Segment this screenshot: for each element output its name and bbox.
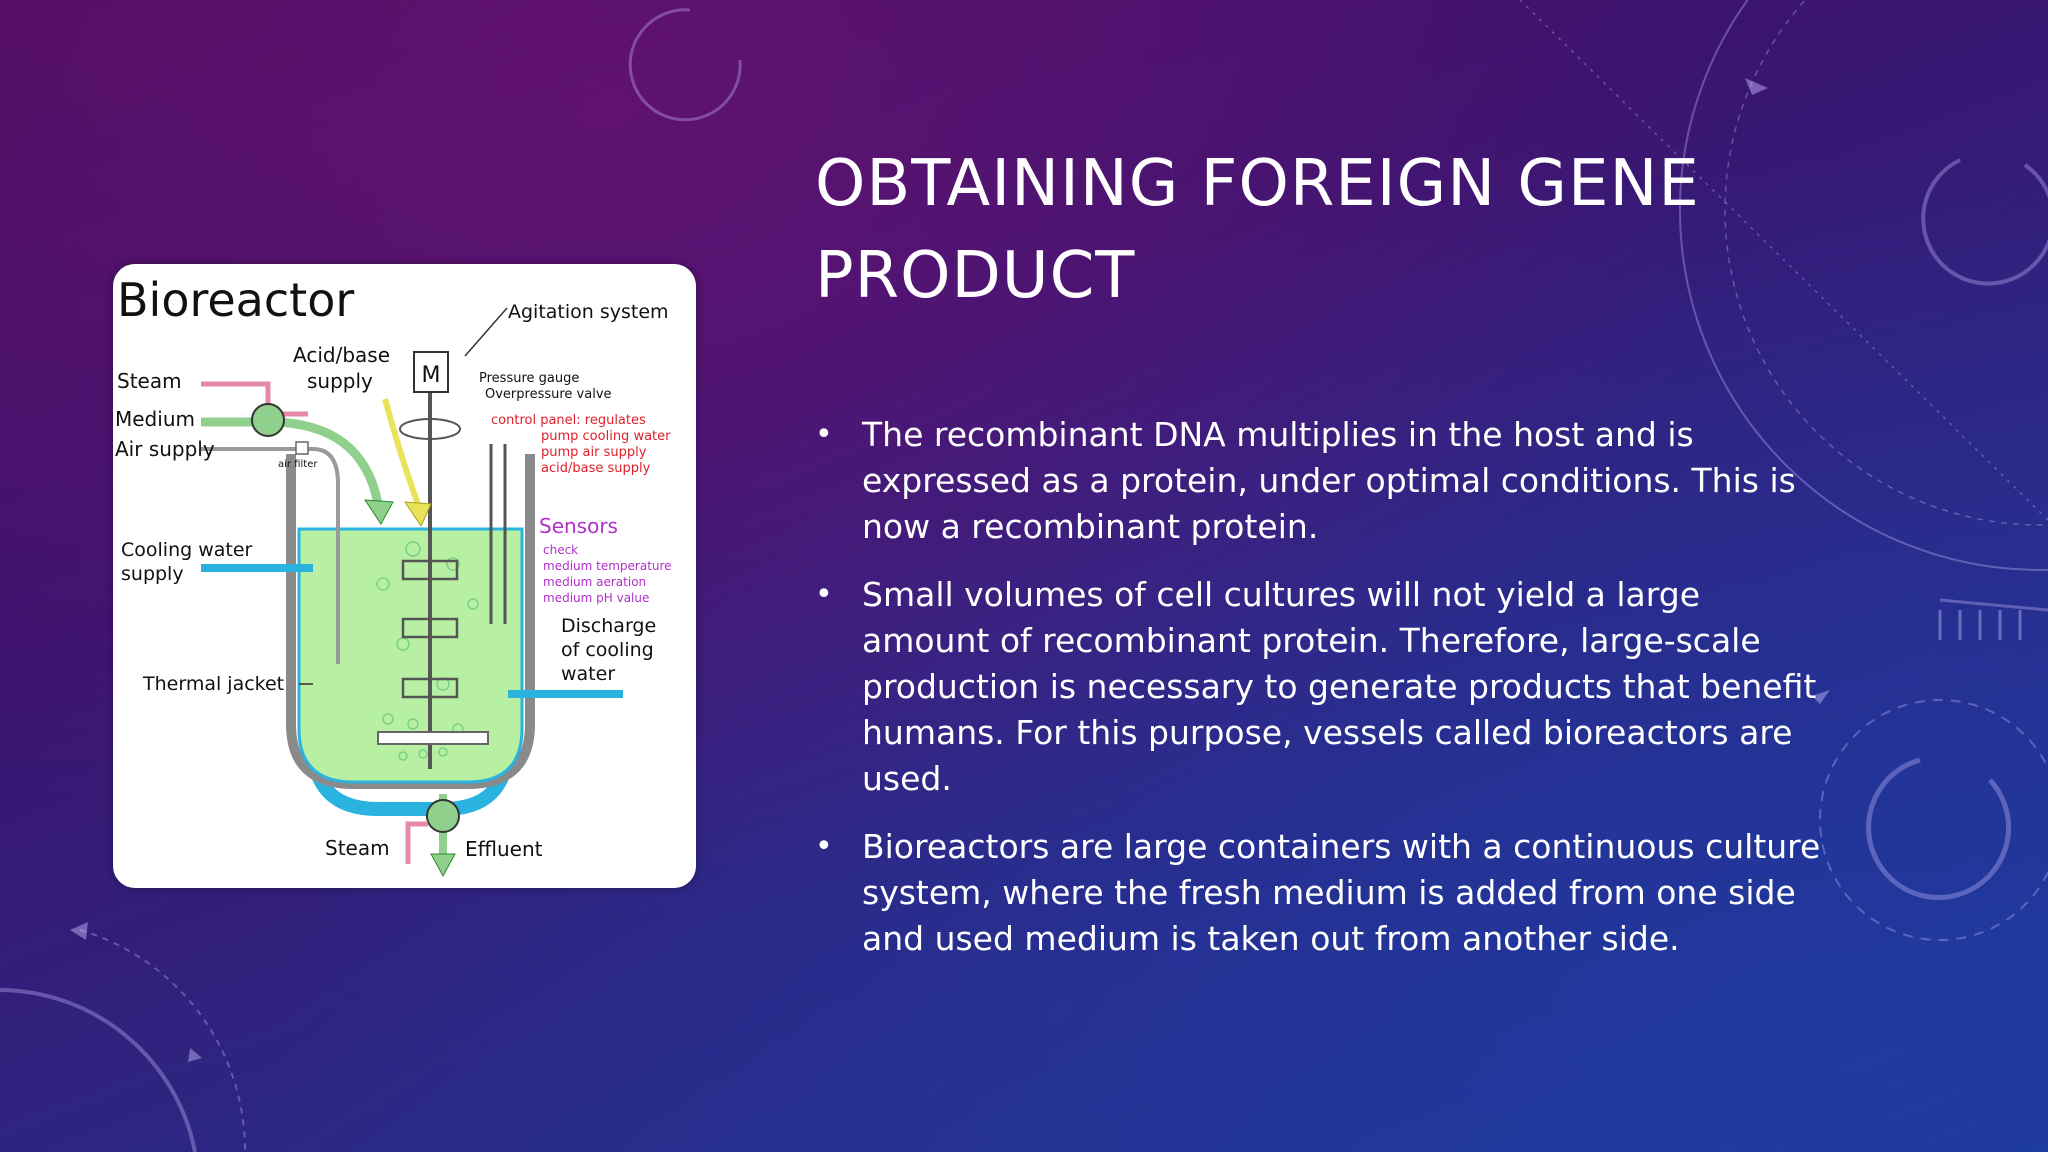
svg-text:Cooling water: Cooling water: [121, 539, 253, 561]
bullet-item: • The recombinant DNA multiplies in the …: [815, 412, 1835, 550]
svg-text:Agitation system: Agitation system: [508, 301, 669, 323]
svg-text:Acid/base: Acid/base: [293, 343, 390, 367]
svg-text:control panel: regulates: control panel: regulates: [491, 413, 646, 428]
svg-text:of cooling: of cooling: [561, 639, 654, 661]
right-big-ring: [1679, 0, 2048, 571]
svg-text:pump cooling water: pump cooling water: [541, 429, 671, 444]
steam-pipe-bottom: [405, 821, 428, 864]
culture-liquid: [297, 527, 524, 784]
svg-text:Steam: Steam: [325, 836, 390, 860]
svg-text:Medium: Medium: [115, 407, 195, 431]
acid-base-arrow: [382, 398, 421, 506]
air-pipe: [201, 447, 340, 664]
svg-text:Discharge: Discharge: [561, 615, 656, 637]
svg-text:Sensors: Sensors: [539, 514, 618, 538]
slide-title: Obtaining Foreign Gene Product: [815, 147, 1700, 313]
bullet-text: Small volumes of cell cultures will not …: [862, 575, 1817, 798]
sparger: [377, 731, 489, 745]
steam-pipe-top: [201, 381, 308, 417]
svg-text:Air supply: Air supply: [115, 437, 215, 461]
motor-box: [413, 351, 449, 393]
svg-text:M: M: [422, 363, 441, 388]
diagram-title: Bioreactor: [117, 273, 354, 327]
lower-left-arc: [0, 988, 197, 1152]
svg-text:Effluent: Effluent: [465, 837, 543, 861]
bullet-text: Bioreactors are large containers with a …: [862, 827, 1821, 958]
lower-right-arc: [1866, 757, 2012, 900]
top-arc-decoration: [628, 8, 742, 122]
bullet-dot: •: [815, 417, 833, 452]
bullet-dot: •: [815, 577, 833, 612]
svg-text:Steam: Steam: [117, 369, 182, 393]
svg-text:supply: supply: [121, 563, 184, 585]
svg-text:check: check: [543, 543, 578, 557]
svg-text:medium aeration: medium aeration: [543, 575, 646, 589]
bullet-list: • The recombinant DNA multiplies in the …: [815, 412, 1835, 984]
vessel-wall: [286, 454, 535, 789]
bioreactor-diagram: M Bioreacto: [113, 264, 696, 888]
svg-text:Pressure gauge: Pressure gauge: [479, 371, 579, 386]
svg-text:medium pH value: medium pH value: [543, 591, 649, 605]
svg-text:Thermal jacket: Thermal jacket: [142, 673, 284, 695]
impellers: [401, 559, 459, 699]
bullet-dot: •: [815, 829, 833, 864]
bioreactor-svg: M Bioreacto: [115, 273, 672, 878]
svg-text:supply: supply: [307, 369, 373, 393]
bullet-item: • Bioreactors are large containers with …: [815, 824, 1835, 962]
svg-text:acid/base supply: acid/base supply: [541, 461, 651, 476]
svg-text:pump air supply: pump air supply: [541, 445, 647, 460]
medium-pump: [251, 403, 285, 437]
svg-text:medium temperature: medium temperature: [543, 559, 672, 573]
right-small-arc: [1921, 158, 2048, 286]
bullet-item: • Small volumes of cell cultures will no…: [815, 572, 1835, 802]
svg-text:Overpressure valve: Overpressure valve: [485, 387, 612, 402]
svg-text:air filter: air filter: [278, 459, 318, 470]
svg-text:water: water: [561, 663, 615, 685]
bullet-text: The recombinant DNA multiplies in the ho…: [862, 415, 1796, 546]
